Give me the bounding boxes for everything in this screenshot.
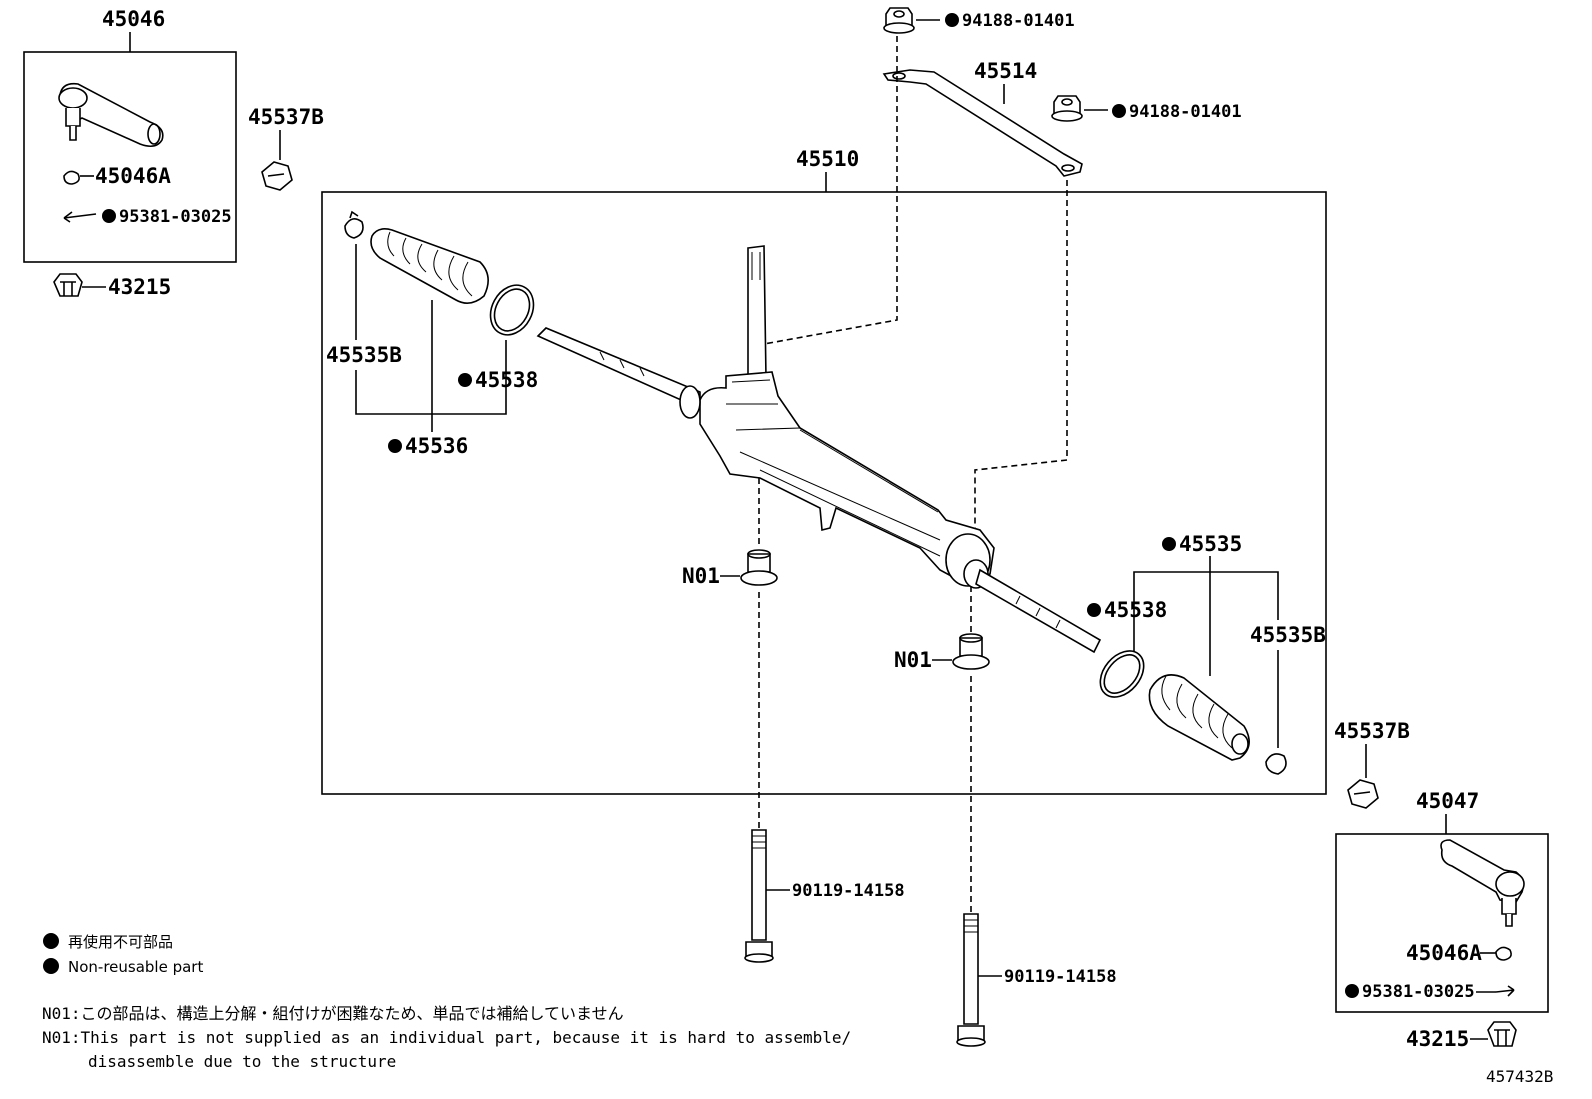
tie-rod-end-left-box [23,51,237,263]
part-label-45537B-right[interactable]: 45537B [1334,719,1410,743]
non-reusable-marker [1087,603,1101,617]
notes: N01:この部品は、構造上分解・組付けが困難なため、単品では補給していません N… [42,1004,851,1071]
legend: 再使用不可部品 Non-reusable part [43,933,203,976]
ball-joint-cover-left-icon [63,170,80,185]
note-en-1: N01:This part is not supplied as an indi… [42,1028,851,1047]
non-reusable-marker [945,13,959,27]
part-label-94188-01401-upper[interactable]: 94188-01401 [962,11,1075,31]
boot-left-icon [370,228,489,304]
bushing-1-icon [740,549,778,586]
bushing-2-icon [952,633,990,670]
part-label-95381-03025-left[interactable]: 95381-03025 [119,207,232,227]
note-jp: N01:この部品は、構造上分解・組付けが困難なため、単品では補給していません [42,1004,624,1023]
part-label-94188-01401-lower[interactable]: 94188-01401 [1129,102,1242,122]
non-reusable-marker [1162,537,1176,551]
lock-nut-right-icon [1347,779,1379,809]
brace-icon [882,69,1083,177]
non-reusable-marker [388,439,402,453]
lock-nut-right-group: 45537B [1334,719,1410,809]
part-label-45046A-right[interactable]: 45046A [1406,941,1482,965]
part-label-43215-left[interactable]: 43215 [108,275,171,299]
lock-nut-left-group: 45537B [248,105,324,191]
legend-marker-icon [43,958,59,974]
part-label-N01-1[interactable]: N01 [682,564,720,588]
part-label-45514[interactable]: 45514 [974,59,1037,83]
part-label-95381-03025-right[interactable]: 95381-03025 [1362,982,1475,1002]
non-reusable-marker [1112,104,1126,118]
legend-marker-icon [43,933,59,949]
brace-nut-lower-icon [1051,95,1083,122]
part-label-45535B-left[interactable]: 45535B [326,343,402,367]
boot-clip-left-icon [344,210,364,239]
legend-en: Non-reusable part [68,958,203,976]
boot-right-icon [1148,674,1250,761]
tie-rod-end-right-box [1335,833,1549,1013]
brace-group: 94188-01401 45514 94188-01401 [763,7,1242,530]
bolt-2-icon [956,913,986,1047]
part-label-90119-14158-1[interactable]: 90119-14158 [792,881,905,901]
legend-jp: 再使用不可部品 [68,933,173,951]
part-label-45536[interactable]: 45536 [405,434,468,458]
part-label-45538-left[interactable]: 45538 [475,368,538,392]
boot-clamp-right-icon [1099,650,1145,698]
part-label-90119-14158-2[interactable]: 90119-14158 [1004,967,1117,987]
tie-rod-end-left-icon [58,82,164,148]
bolt-1-icon [744,829,774,963]
part-label-45537B-left[interactable]: 45537B [248,105,324,129]
part-label-45535B-right[interactable]: 45535B [1250,623,1326,647]
part-label-45047[interactable]: 45047 [1416,789,1479,813]
non-reusable-marker [1345,984,1359,998]
part-label-45510[interactable]: 45510 [796,147,859,171]
part-label-43215-right[interactable]: 43215 [1406,1027,1469,1051]
note-en-2: disassemble due to the structure [88,1052,396,1071]
part-label-45046[interactable]: 45046 [102,7,165,31]
steering-gear-box [321,191,1327,795]
brace-nut-upper-icon [883,7,915,34]
tie-rod-end-right-icon [1440,839,1525,927]
boot-clamp-left-icon [489,284,535,336]
nut-43215-left-icon [53,273,83,297]
steering-gear-group: 45510 45535B 45538 45536 [321,147,1327,795]
lock-nut-left-icon [261,161,293,191]
non-reusable-marker [458,373,472,387]
tie-rod-end-right-group: 45047 45046A 95381-03025 43215 [1335,789,1549,1051]
steering-rack-icon [536,245,1102,654]
part-label-N01-2[interactable]: N01 [894,648,932,672]
part-label-45535[interactable]: 45535 [1179,532,1242,556]
boot-clip-right-icon [1265,753,1287,775]
nut-43215-right-icon [1487,1021,1517,1047]
part-label-45538-right[interactable]: 45538 [1104,598,1167,622]
ball-joint-cover-right-icon [1495,946,1512,961]
non-reusable-marker [102,209,116,223]
tie-rod-end-left-group: 45046 45046A 95381-03025 43215 [23,7,237,299]
cotter-pin-right-icon [1495,985,1515,997]
part-label-45046A-left[interactable]: 45046A [95,164,171,188]
cotter-pin-left-icon [63,211,97,223]
diagram-id: 457432B [1486,1067,1553,1086]
